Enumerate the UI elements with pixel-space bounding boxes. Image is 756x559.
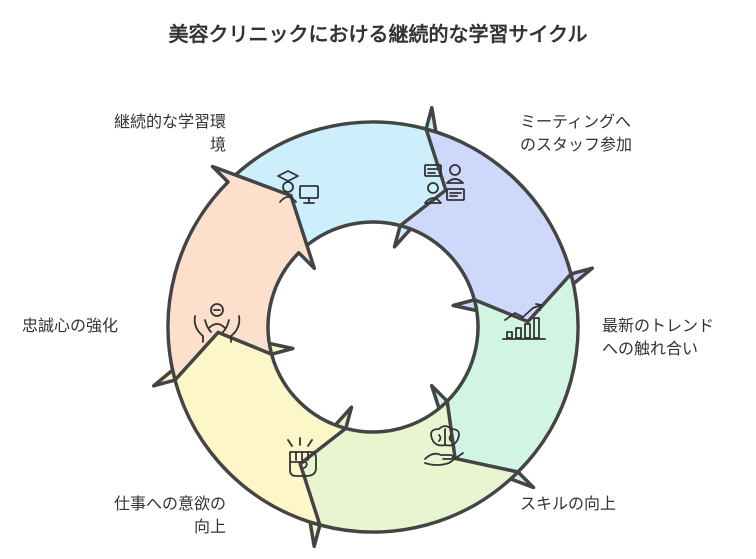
graduate-computer-icon: [277, 170, 319, 204]
label-meeting-participation: ミーティングへ のスタッフ参加: [520, 110, 632, 156]
cycle-segment-arrow: [166, 164, 317, 382]
label-line: スキルの向上: [520, 494, 617, 513]
label-line: への触れ合い: [602, 339, 699, 358]
meeting-chat-icon: [424, 164, 465, 204]
cycle-segment-arrow: [429, 272, 580, 490]
label-learning-environment: 継続的な学習環 境: [86, 110, 226, 156]
person-hands-icon: [193, 303, 241, 343]
label-skill-improvement: スキルの向上: [520, 492, 616, 515]
label-line: 仕事への意欲の: [113, 494, 226, 513]
label-line: のスタッフ参加: [520, 135, 633, 154]
brain-hand-icon: [424, 425, 464, 466]
label-latest-trends: 最新のトレンド への触れ合い: [602, 314, 714, 360]
label-line: 忠誠心の強化: [22, 316, 119, 335]
label-line: 境: [209, 135, 226, 154]
cycle-segment-arrow: [398, 127, 595, 324]
label-motivation: 仕事への意欲の 向上: [86, 492, 226, 538]
trend-chart-icon: [502, 303, 546, 340]
cycle-segment-arrow: [298, 399, 520, 549]
fist-icon: [287, 437, 317, 477]
cycle-segment-arrow: [226, 105, 448, 255]
label-line: ミーティングへ: [520, 112, 632, 131]
diagram-title: 美容クリニックにおける継続的な学習サイクル: [168, 22, 588, 46]
label-line: 向上: [193, 517, 226, 536]
label-line: 最新のトレンド: [602, 316, 715, 335]
label-line: 継続的な学習環: [113, 112, 226, 131]
label-loyalty: 忠誠心の強化: [22, 314, 118, 337]
